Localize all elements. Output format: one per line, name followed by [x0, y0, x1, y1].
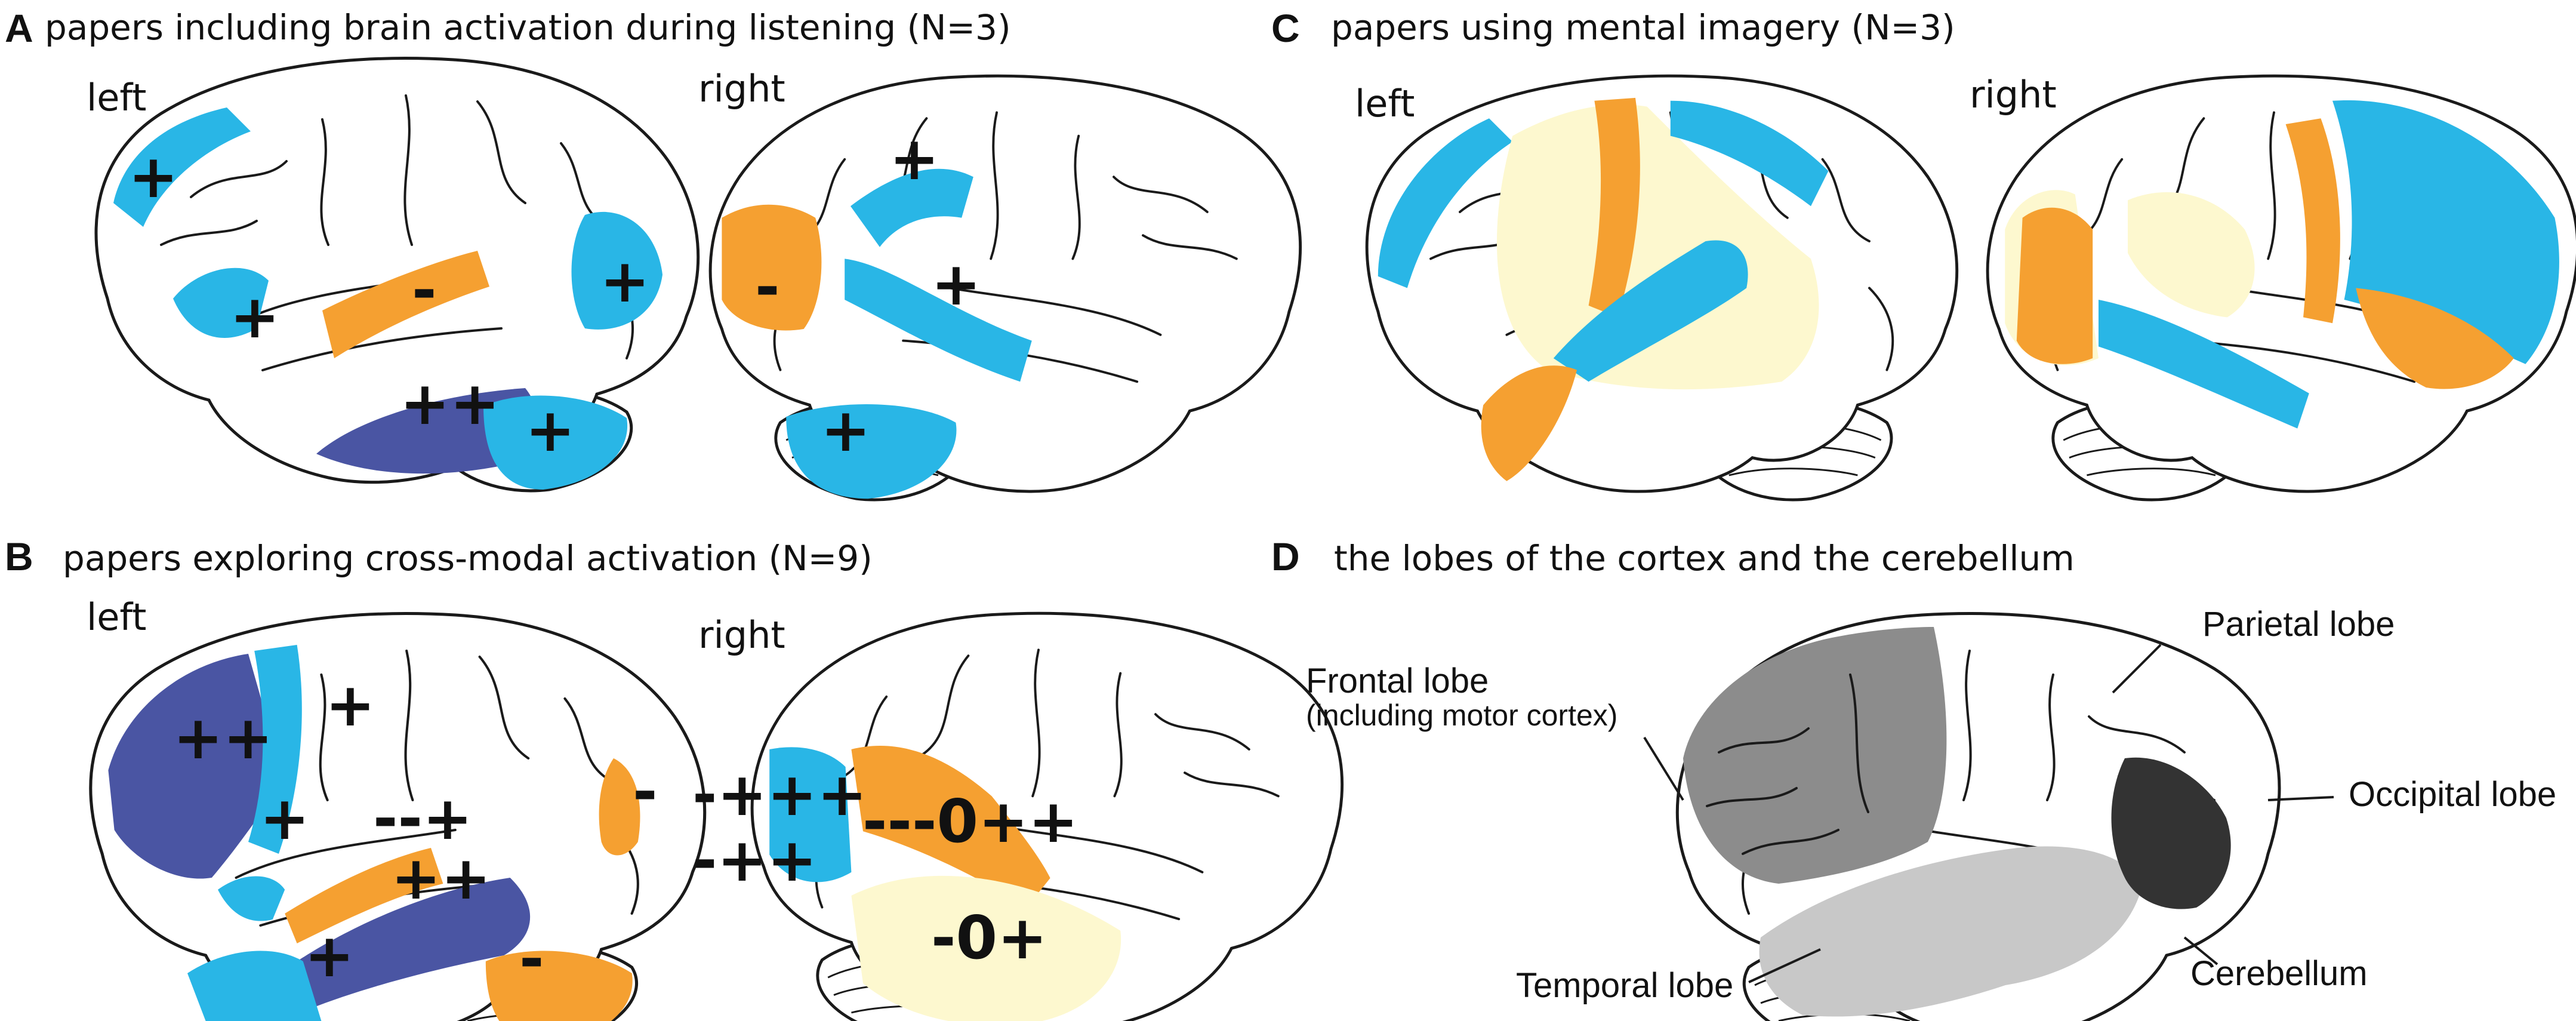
mark-b-right-3: ---0++	[862, 786, 1079, 856]
mark-a-left-2: +	[230, 282, 280, 352]
leader-frontal	[1643, 736, 1684, 801]
region-stg-orange	[322, 251, 489, 358]
region-frontal-darkblue	[108, 654, 285, 879]
region-stg-orange	[851, 746, 1050, 908]
panel-c-left-label: left	[1355, 82, 1415, 125]
region-occipital-blue	[571, 211, 663, 330]
region-stg-orange	[285, 848, 443, 943]
panel-c: C papers using mental imagery (N=3) left…	[1271, 6, 2576, 500]
panel-b-right-label: right	[698, 613, 785, 657]
label-cerebellum: Cerebellum	[2190, 954, 2368, 993]
panel-c-letter: C	[1271, 6, 1300, 50]
region-ifg-blue	[218, 876, 285, 921]
mark-b-left-2: +	[325, 670, 375, 740]
mark-a-left-1: +	[128, 142, 178, 211]
panel-a-letter: A	[5, 6, 33, 50]
mark-a-left-4: +	[600, 246, 650, 316]
region-ifg-blue	[173, 267, 269, 338]
leader-cerebellum	[2183, 936, 2218, 965]
region-parietal-blue	[851, 168, 973, 247]
brain-d	[1677, 614, 2279, 1021]
region-temporal-darkblue	[297, 878, 531, 1009]
panel-a-title: papers including brain activation during…	[45, 7, 1011, 48]
mark-b-left-8: -	[519, 924, 544, 994]
mark-b-right-4: -0+	[931, 903, 1047, 973]
brain-a-right	[710, 76, 1301, 500]
label-frontal-sub: (including motor cortex)	[1306, 699, 1617, 732]
brain-a-left	[96, 59, 698, 491]
region-temporal-blue	[2099, 300, 2309, 429]
mark-a-right-4: +	[821, 395, 871, 465]
region-occipital-orange	[599, 758, 640, 856]
mark-b-left-5: ++	[391, 843, 491, 913]
panel-b-title: papers exploring cross-modal activation …	[63, 538, 873, 579]
brain-c-left	[1367, 76, 1957, 500]
brain-b-right	[752, 613, 1342, 1021]
mark-a-left-3: -	[412, 255, 437, 325]
panel-a-right-label: right	[698, 67, 785, 110]
region-temporal-cream	[851, 875, 1121, 1021]
region-parietal-cream	[1496, 104, 1819, 390]
mark-b-left-4: --+	[373, 783, 473, 853]
leader-occipital	[2267, 796, 2334, 801]
region-cerebellum-blue	[483, 395, 628, 490]
region-parietal-cream	[2128, 192, 2255, 318]
mark-a-right-2: -	[755, 252, 780, 322]
region-temporal-darkblue	[316, 388, 538, 474]
region-temporal-orange	[1481, 365, 1577, 481]
label-frontal-lobe: Frontal lobe	[1306, 662, 1489, 700]
mark-a-left-5: ++	[400, 368, 500, 438]
mark-b-right-2: -++	[692, 825, 817, 895]
label-parietal-lobe: Parietal lobe	[2202, 605, 2395, 644]
region-occipital-black	[2111, 757, 2231, 909]
region-stg-blue	[1553, 240, 1748, 382]
frontal-sulci	[1706, 674, 1869, 855]
leader-temporal	[1748, 948, 1821, 983]
region-occipital-orange	[722, 204, 822, 331]
panel-d-letter: D	[1271, 534, 1300, 579]
panel-d-title: the lobes of the cortex and the cerebell…	[1334, 538, 2075, 579]
mark-b-left-6: -	[633, 756, 658, 826]
mark-a-left-6: +	[525, 395, 575, 465]
region-motor-blue	[248, 645, 302, 854]
region-cerebellum-blue	[786, 404, 957, 499]
panel-a-left-label: left	[87, 76, 146, 119]
region-cerebellum-orange	[485, 951, 633, 1021]
mark-a-right-3: +	[931, 249, 981, 319]
mark-b-right-1: -+++	[692, 759, 867, 829]
panel-c-right-label: right	[1970, 73, 2057, 116]
panel-b-left-label: left	[87, 595, 146, 639]
mark-a-right-1: +	[889, 124, 939, 193]
region-ifg-orange	[2356, 288, 2514, 389]
panel-c-title: papers using mental imagery (N=3)	[1331, 7, 1955, 48]
region-stg-blue	[845, 259, 1032, 382]
mark-b-left-1: ++	[173, 703, 273, 773]
region-motor-orange	[1588, 97, 1640, 318]
mark-b-left-3: +	[260, 783, 310, 853]
region-frontal-blue	[113, 107, 251, 227]
panel-d: D the lobes of the cortex and the cerebe…	[1271, 534, 2556, 1021]
region-occipital-blue	[769, 747, 852, 882]
region-temporal-blue	[187, 951, 322, 1021]
panel-b-letter: B	[5, 534, 33, 579]
mark-b-left-7: +	[304, 921, 355, 991]
panel-b: B papers exploring cross-modal activatio…	[5, 534, 1342, 1021]
label-temporal-lobe: Temporal lobe	[1516, 966, 1733, 1005]
label-occipital-lobe: Occipital lobe	[2349, 775, 2556, 814]
region-frontal-grey	[1683, 627, 1947, 884]
region-temporal-grey	[1759, 846, 2143, 1017]
region-frontal-blue	[1378, 118, 1513, 288]
region-motor-orange	[2285, 118, 2340, 324]
brain-c-right	[1988, 76, 2576, 500]
region-parietal-blue	[1670, 100, 1829, 207]
brain-b-left	[91, 614, 705, 1021]
leader-parietal	[2112, 644, 2162, 694]
region-occipital-orange	[2016, 207, 2093, 364]
panel-a: A papers including brain activation duri…	[5, 6, 1301, 500]
